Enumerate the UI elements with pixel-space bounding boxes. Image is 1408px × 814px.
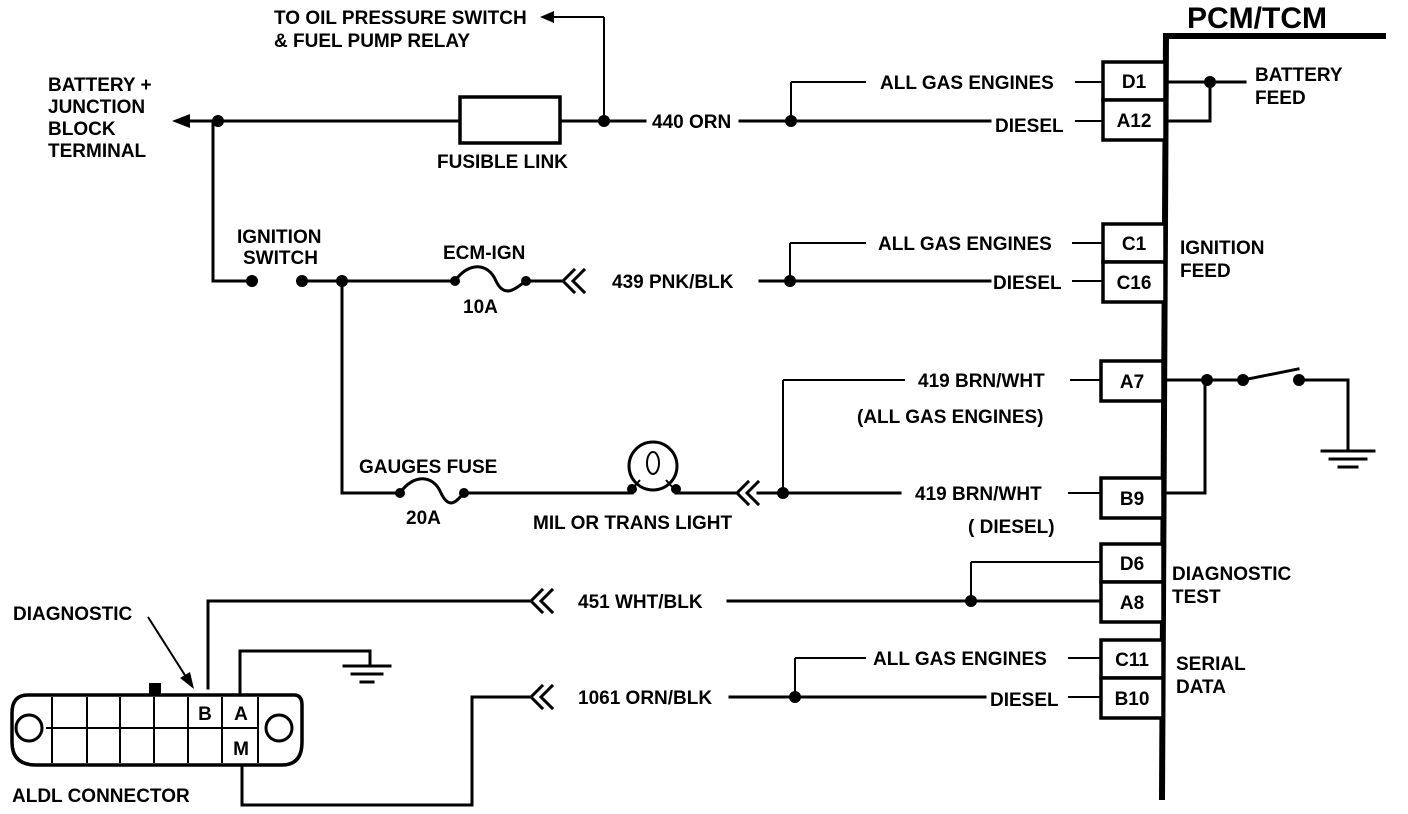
aldl-mount-hole: [264, 713, 294, 743]
aldl-mount-hole: [14, 713, 44, 743]
battery-label-4: TERMINAL: [48, 141, 147, 162]
mil-circuit: GAUGES FUSE 20A MIL OR TRANS LIGHT 419 B…: [340, 279, 1103, 538]
chevron-icon: [528, 683, 545, 711]
diagnostic-pointer-label: DIAGNOSTIC: [13, 604, 133, 625]
pin-c11: C11: [1115, 650, 1149, 671]
ignition-circuit: IGNITION SWITCH ECM-IGN 10A 439 PNK/BLK …: [211, 119, 1103, 318]
ecm-ign-label: ECM-IGN: [443, 243, 525, 264]
pins-mil: A7 B9: [1099, 359, 1376, 520]
serial-data-circuit: 1061 ORN/BLK ALL GAS ENGINES DIESEL: [240, 649, 1101, 807]
pin-b9: B9: [1120, 489, 1144, 510]
wire-1061-label: 1061 ORN/BLK: [578, 688, 712, 709]
pin-a7: A7: [1120, 372, 1144, 393]
chevron-icon: [570, 267, 587, 295]
chevron-icon: [560, 267, 577, 295]
pin-c1-box: [1101, 222, 1167, 264]
pin-a8-box: [1099, 580, 1165, 624]
pins-diagnostic-test: D6 A8 DIAGNOSTIC TEST: [1099, 542, 1292, 624]
battery-label-2: JUNCTION: [48, 97, 145, 118]
fuse-20a-label: 20A: [406, 508, 441, 529]
pin-b9-box: [1099, 476, 1165, 520]
chevron-icon: [538, 683, 555, 711]
ignition-feed-label-1: IGNITION: [1180, 238, 1264, 259]
aldl-pin-b: B: [198, 704, 212, 725]
aldl-connector-body: [10, 693, 304, 767]
aldl-pin-a: A: [234, 704, 248, 725]
chevron-icon: [734, 479, 751, 507]
pin-a12-box: [1101, 98, 1167, 142]
serial-data-label-1: SERIAL: [1176, 654, 1246, 675]
wire-439-label: 439 PNK/BLK: [612, 272, 734, 293]
pin-a12: A12: [1117, 111, 1152, 132]
battery-label-3: BLOCK: [48, 119, 116, 140]
all-gas-label-2: ALL GAS ENGINES: [878, 234, 1052, 255]
fuse-10a-label: 10A: [463, 297, 498, 318]
ignition-feed-label-2: FEED: [1180, 261, 1231, 282]
diesel-label-3: DIESEL: [990, 690, 1059, 711]
battery-feed-label-2: FEED: [1255, 88, 1306, 109]
aldl-connector-label: ALDL CONNECTOR: [12, 786, 190, 807]
diesel-label-1: DIESEL: [995, 116, 1064, 137]
chevron-icon: [744, 479, 761, 507]
diesel-paren-label: ( DIESEL): [968, 517, 1055, 538]
pin-c1: C1: [1122, 234, 1147, 255]
pin-d1: D1: [1122, 72, 1147, 93]
wire-419-gas-label: 419 BRN/WHT: [918, 371, 1045, 392]
serial-data-label-2: DATA: [1176, 677, 1226, 698]
ignition-switch-label-2: SWITCH: [243, 248, 318, 269]
pin-b10-box: [1099, 676, 1165, 720]
pins-serial-data: C11 B10 SERIAL DATA: [1099, 638, 1246, 720]
chevron-icon: [538, 587, 555, 615]
battery-arrow-icon: [172, 114, 190, 128]
gauges-fuse: [397, 477, 467, 505]
switch-contact: [1241, 367, 1300, 382]
diagnostic-circuit: 451 WHT/BLK: [206, 561, 1105, 690]
diagnostic-test-label-1: DIAGNOSTIC: [1172, 564, 1292, 585]
battery-feed-label-1: BATTERY: [1255, 65, 1343, 86]
pin-b10: B10: [1115, 689, 1150, 710]
fusible-link-label: FUSIBLE LINK: [437, 152, 568, 173]
ignition-switch-label-1: IGNITION: [237, 227, 321, 248]
pin-a7-box: [1099, 359, 1165, 403]
diesel-label-2: DIESEL: [993, 273, 1062, 294]
pcm-tcm-title: PCM/TCM: [1187, 2, 1327, 35]
pin-d6-box: [1099, 542, 1165, 584]
to-oil-label-1: TO OIL PRESSURE SWITCH: [274, 8, 527, 29]
fusible-link: [458, 95, 562, 145]
ground-icon: [1320, 449, 1376, 469]
wire-419-diesel-label: 419 BRN/WHT: [915, 484, 1042, 505]
pin-a8: A8: [1120, 593, 1144, 614]
wire-440-label: 440 ORN: [652, 112, 731, 133]
all-gas-label-1: ALL GAS ENGINES: [880, 73, 1054, 94]
diagnostic-test-label-2: TEST: [1172, 587, 1221, 608]
pin-c16-box: [1101, 260, 1167, 304]
wire-451-label: 451 WHT/BLK: [578, 592, 703, 613]
oil-pressure-arrow-icon: [540, 11, 554, 23]
ground-icon: [342, 664, 392, 684]
pins-battery-feed: D1 A12 BATTERY FEED: [1101, 60, 1343, 142]
battery-feed-circuit: TO OIL PRESSURE SWITCH & FUEL PUMP RELAY…: [48, 8, 1103, 173]
ecm-ign-fuse: [452, 265, 529, 293]
battery-label-1: BATTERY +: [48, 75, 152, 96]
mil-lamp-icon: [627, 440, 679, 492]
mil-light-label: MIL OR TRANS LIGHT: [533, 513, 733, 534]
all-gas-paren-label: (ALL GAS ENGINES): [857, 407, 1044, 428]
pin-c16: C16: [1117, 273, 1152, 294]
gauges-fuse-label: GAUGES FUSE: [359, 457, 497, 478]
aldl-pin-m: M: [233, 739, 249, 760]
pins-ignition-feed: C1 C16 IGNITION FEED: [1101, 222, 1264, 304]
pin-c11-box: [1099, 638, 1165, 680]
pin-d6: D6: [1120, 554, 1144, 575]
aldl-connector: DIAGNOSTIC B A M ALDL CONNECTOR: [10, 604, 392, 807]
to-oil-label-2: & FUEL PUMP RELAY: [274, 31, 470, 52]
all-gas-label-3: ALL GAS ENGINES: [873, 649, 1047, 670]
chevron-icon: [528, 587, 545, 615]
